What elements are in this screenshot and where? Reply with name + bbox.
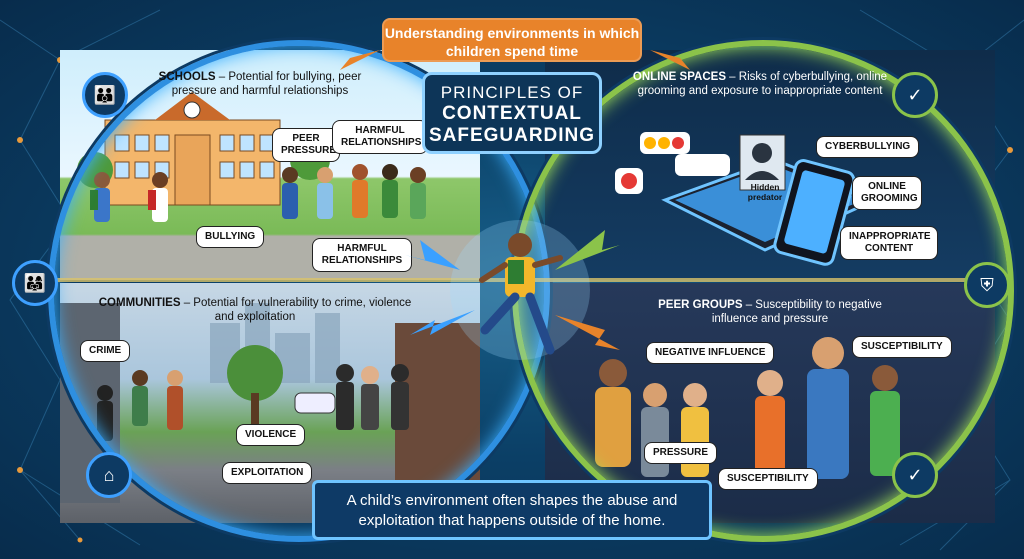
title-line-2: CONTEXTUAL — [442, 103, 582, 124]
communities-desc: – Potential for vulnerability to crime, … — [180, 297, 412, 323]
schools-desc: – Potential for bullying, peer pressure … — [171, 71, 362, 97]
peer-heading: PEER GROUPS — [658, 299, 743, 311]
central-child-illustration — [405, 220, 620, 360]
conclusion-line-1: A child’s environment often shapes the a… — [346, 492, 678, 509]
callout-inappropriate-content: INAPPROPRIATE CONTENT — [840, 226, 938, 260]
title-line-3: SAFEGUARDING — [428, 125, 596, 146]
online-heading: ONLINE SPACES — [632, 71, 726, 83]
house-icon: ⌂ — [86, 452, 132, 498]
conclusion-banner: A child’s environment often shapes the a… — [312, 480, 712, 540]
callout-peer-pressure: PEER PRESSURE — [272, 128, 340, 162]
callout-negative-influence: NEGATIVE INFLUENCE — [646, 342, 775, 364]
callout-crime: CRIME — [80, 340, 131, 362]
communities-heading: COMMUNITIES — [98, 297, 181, 309]
callout-violence: VIOLENCE — [236, 424, 306, 446]
callout-harmful-relationships-2: HARMFUL RELATIONSHIPS — [312, 238, 412, 272]
callout-bullying: BULLYING — [196, 226, 265, 248]
online-desc: – Risks of cyberbullying, online groomin… — [637, 71, 888, 97]
hidden-predator-label: Hidden predator — [747, 182, 783, 202]
banner-arrows — [340, 50, 690, 70]
communities-title: COMMUNITIES – Potential for vulnerabilit… — [90, 296, 420, 324]
conclusion-line-2: exploitation that happens outside of the… — [358, 512, 666, 529]
schools-heading: SCHOOLS — [158, 71, 216, 83]
title-line-1: PRINCIPLES OF — [440, 83, 584, 102]
callout-susceptibility: SUSCEPTIBILITY — [852, 336, 952, 358]
family-walk-icon: 👨‍👩‍👧 — [12, 260, 58, 306]
main-title-box: PRINCIPLES OF CONTEXTUAL SAFEGUARDING — [422, 72, 602, 154]
shield-check-icon: ✓ — [892, 72, 938, 118]
peer-title: PEER GROUPS – Susceptibility to negative… — [640, 298, 900, 326]
callout-exploitation: EXPLOITATION — [222, 462, 313, 484]
shield-icon: ⛨ — [964, 262, 1010, 308]
callout-cyberbullying: CYBERBULLYING — [816, 136, 920, 158]
callout-harmful-relationships: HARMFUL RELATIONSHIPS — [332, 120, 428, 154]
callout-online-grooming: ONLINE GROOMING — [852, 176, 922, 210]
environments-banner: Understanding environments in which chil… — [382, 18, 642, 62]
family-icon: 👪 — [82, 72, 128, 118]
callout-susceptibility-2: SUSCEPTIBILITY — [718, 468, 818, 490]
online-title: ONLINE SPACES – Risks of cyberbullying, … — [630, 70, 890, 98]
callout-pressure: PRESSURE — [644, 442, 718, 464]
peer-desc: – Susceptibility to negative influence a… — [711, 299, 882, 325]
banner-text: Understanding environments in which chil… — [384, 25, 640, 59]
shield-check-icon-bottom: ✓ — [892, 452, 938, 498]
schools-title: SCHOOLS – Potential for bullying, peer p… — [140, 70, 380, 98]
